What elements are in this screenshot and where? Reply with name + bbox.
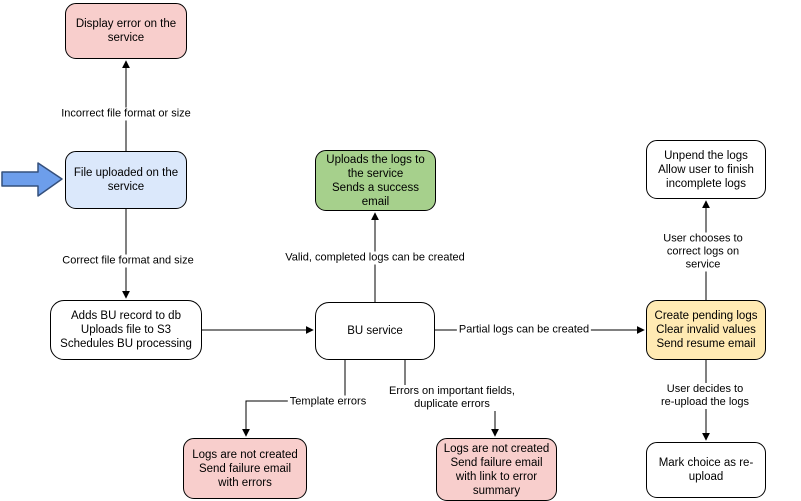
edge-label-user-chooses-correct: User chooses to correct logs on service [654,232,752,272]
node-logs-not-created-errors: Logs are not created Send failure email … [183,438,307,499]
edge-label-important-field-errors: Errors on important fields, duplicate er… [387,385,517,411]
edge-label-incorrect-file: Incorrect file format or size [59,107,193,121]
node-bu-service: BU service [315,302,435,360]
node-file-uploaded: File uploaded on the service [65,151,187,209]
node-display-error: Display error on the service [65,3,187,59]
entry-arrow-icon [1,162,63,197]
node-logs-not-created-summary: Logs are not created Send failure email … [436,438,557,501]
edge-label-valid-logs: Valid, completed logs can be created [283,251,467,265]
node-adds-bu-record: Adds BU record to db Uploads file to S3 … [50,300,202,360]
edge-label-correct-file: Correct file format and size [60,254,196,268]
edge-label-user-decides-reupload: User decides to re-upload the logs [657,383,753,409]
node-unpend-logs: Unpend the logs Allow user to finish inc… [646,140,766,199]
node-mark-reupload: Mark choice as re- upload [646,442,766,498]
edge-label-partial-logs: Partial logs can be created [456,323,592,337]
edge-label-template-errors: Template errors [287,395,369,409]
node-create-pending-logs: Create pending logs Clear invalid values… [646,300,766,360]
node-upload-success: Uploads the logs to the service Sends a … [315,150,436,211]
